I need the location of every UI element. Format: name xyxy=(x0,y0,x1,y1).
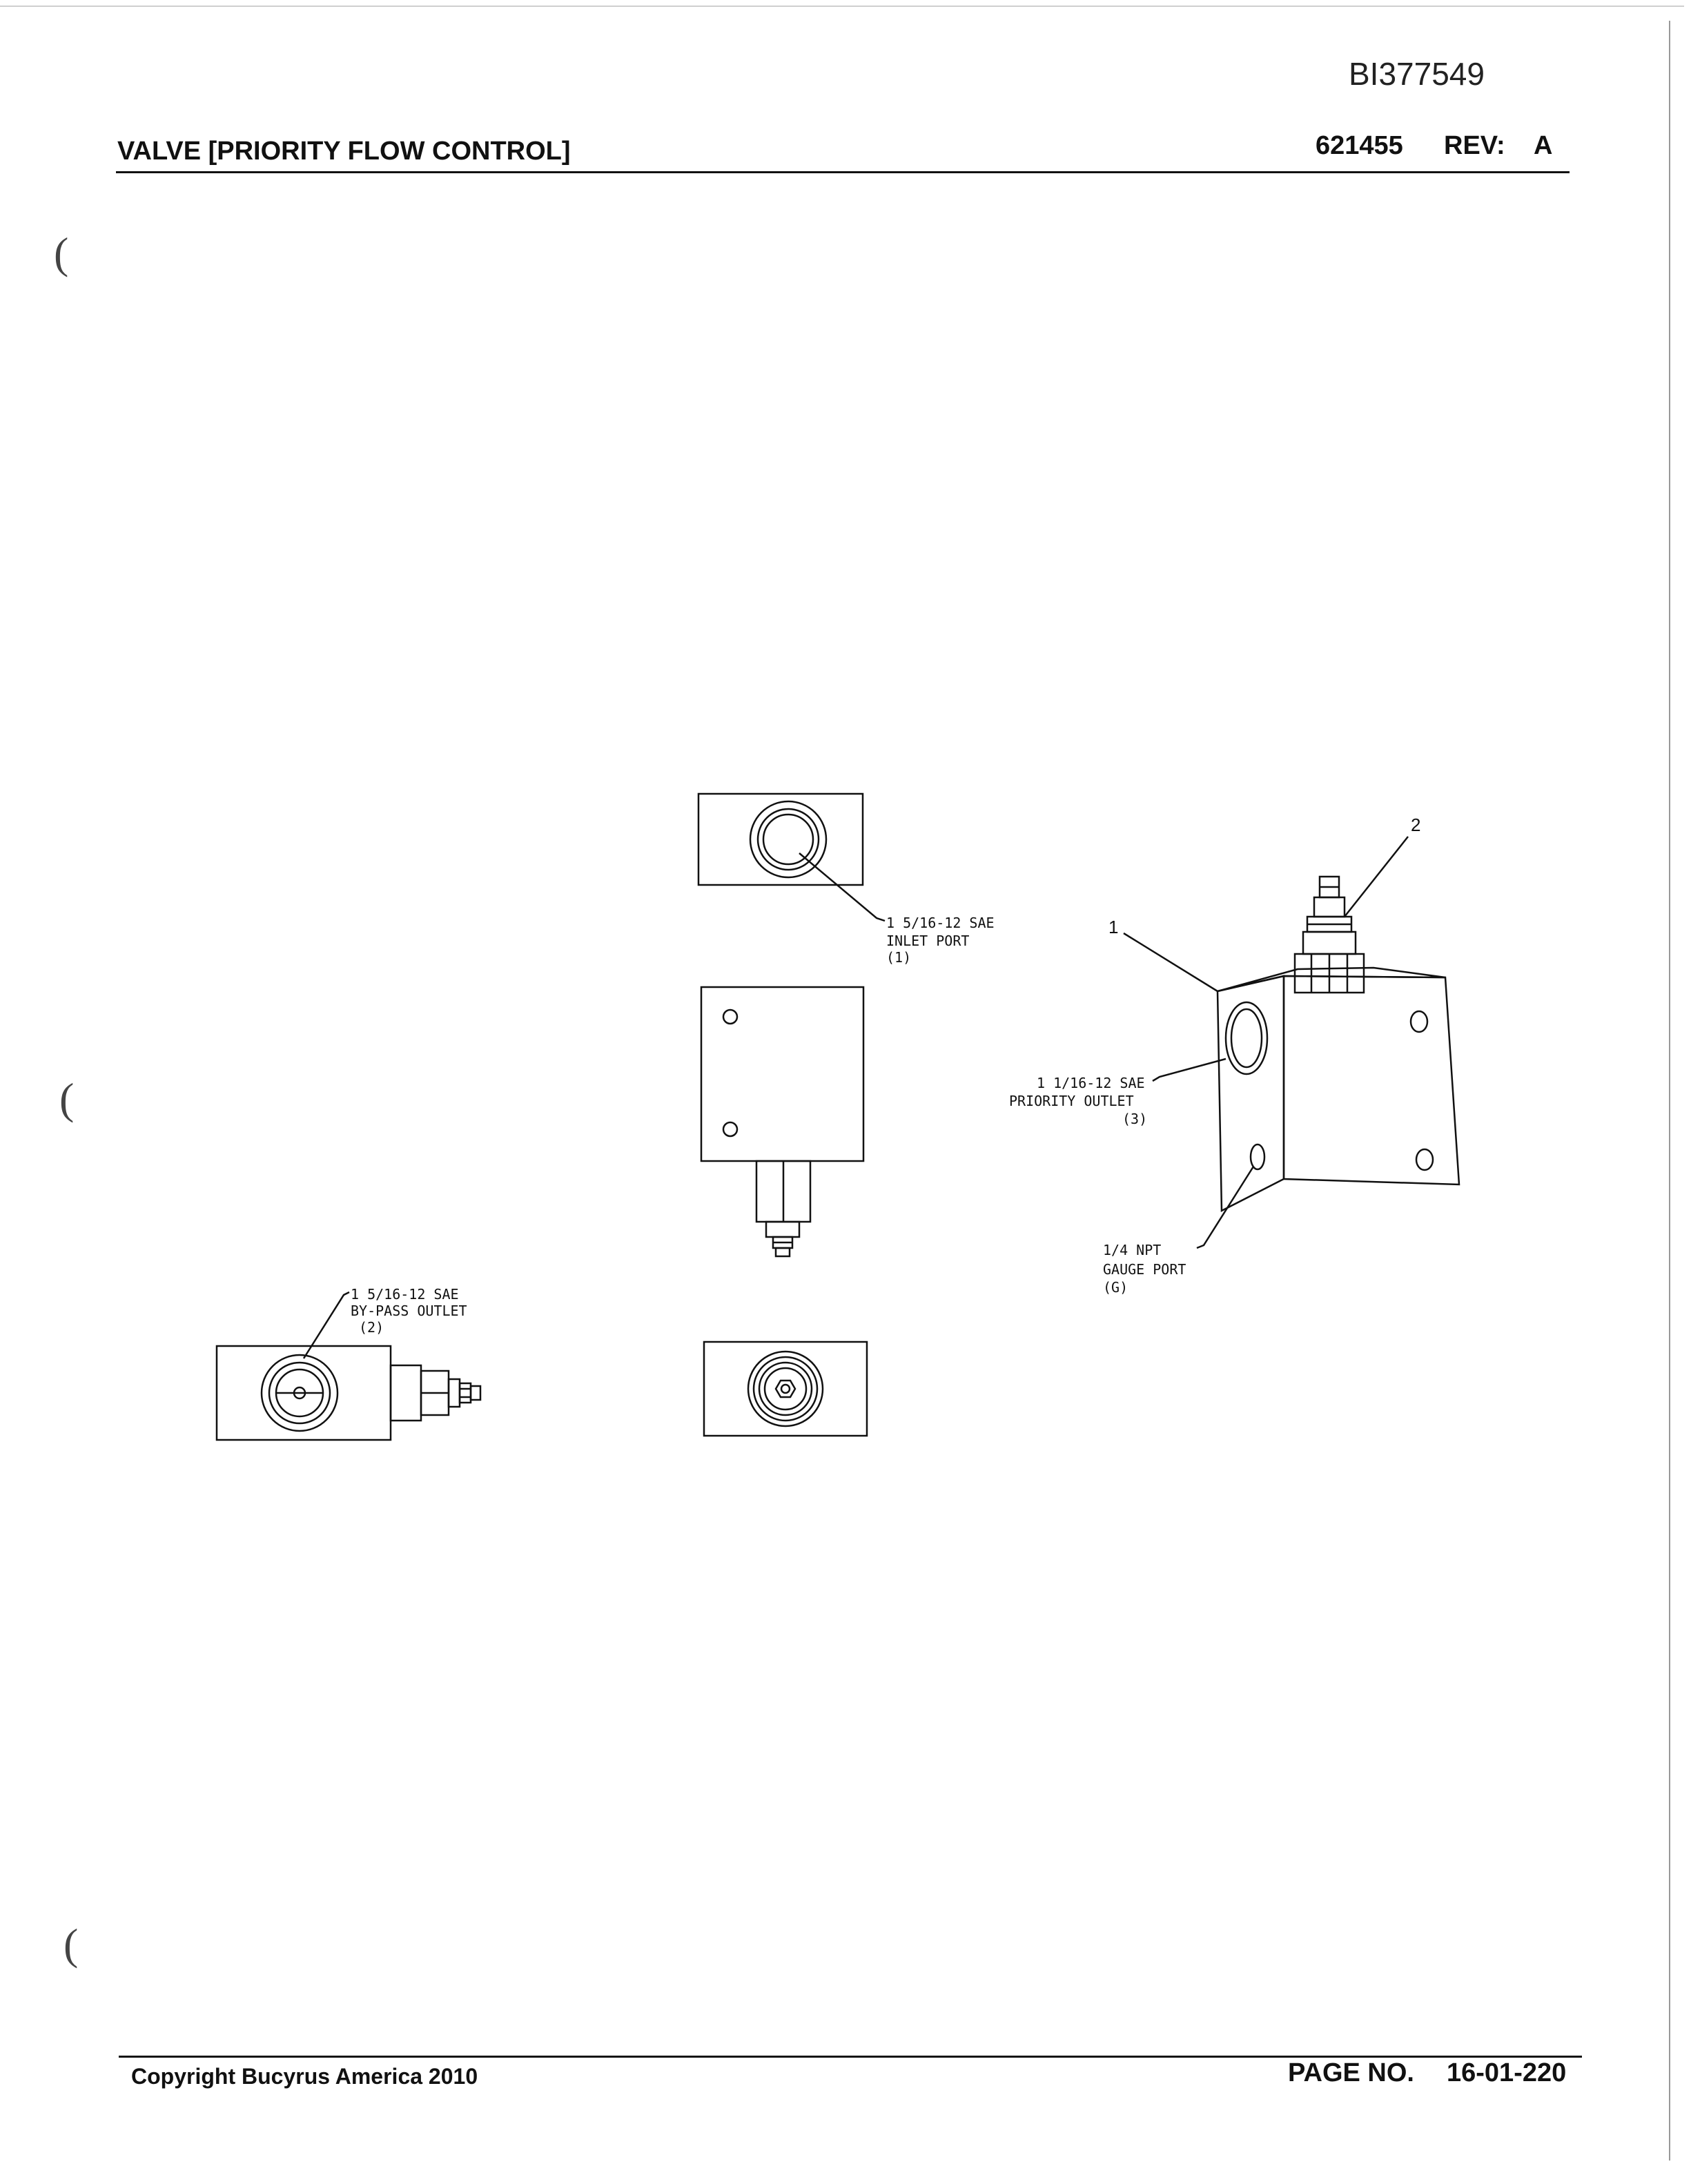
page-title: VALVE [PRIORITY FLOW CONTROL] xyxy=(117,137,571,166)
scan-edge-right xyxy=(1669,21,1670,2161)
inlet-port-label-2: INLET PORT xyxy=(886,933,969,949)
adjuster-circle xyxy=(747,1350,824,1427)
bypass-outlet-label-2: BY-PASS OUTLET xyxy=(351,1303,467,1319)
gauge-leader xyxy=(1196,1166,1255,1249)
inlet-leader xyxy=(799,852,886,922)
binder-hole-mark: ( xyxy=(59,1074,75,1123)
callout-2-leader xyxy=(1344,836,1409,917)
iso-gauge-port xyxy=(1249,1143,1266,1171)
inlet-port-label-3: (1) xyxy=(886,949,911,966)
callout-1-leader xyxy=(1123,932,1218,993)
gauge-port-label-3: (G) xyxy=(1103,1279,1128,1296)
header-rule xyxy=(116,171,1570,173)
bypass-outlet-label-3: (2) xyxy=(359,1319,384,1336)
inlet-port-circle xyxy=(749,800,828,879)
copyright-text: Copyright Bucyrus America 2010 xyxy=(131,2064,478,2089)
priority-outlet-label-3: (3) xyxy=(1122,1111,1147,1127)
footer-rule xyxy=(119,2056,1582,2058)
callout-1: 1 xyxy=(1108,917,1118,937)
inlet-port-label-1: 1 5/16-12 SAE xyxy=(886,915,995,931)
gauge-port-label-1: 1/4 NPT xyxy=(1103,1242,1161,1258)
iso-block-side xyxy=(1282,975,1460,1186)
iso-block-front xyxy=(1216,975,1285,1213)
priority-leader xyxy=(1152,1057,1226,1082)
part-number: 621455 xyxy=(1316,131,1403,160)
binder-hole-mark: ( xyxy=(63,1920,79,1969)
iso-priority-port xyxy=(1224,1001,1269,1075)
bypass-outlet-label-1: 1 5/16-12 SAE xyxy=(351,1286,459,1303)
page-number-label: PAGE NO. xyxy=(1288,2058,1414,2087)
revision-label: REV: xyxy=(1444,131,1505,160)
document-id: BI377549 xyxy=(1349,56,1485,92)
scan-edge-top xyxy=(0,6,1684,7)
binder-hole-mark: ( xyxy=(54,228,69,277)
priority-outlet-label-2: PRIORITY OUTLET xyxy=(1009,1093,1134,1109)
bottom-view-block xyxy=(703,1340,868,1437)
callout-2: 2 xyxy=(1411,815,1420,835)
priority-outlet-label-1: 1 1/16-12 SAE xyxy=(1037,1075,1145,1091)
page-number-value: 16-01-220 xyxy=(1447,2058,1567,2087)
bypass-port-circle xyxy=(260,1354,339,1432)
revision-value: A xyxy=(1534,131,1553,160)
gauge-port-label-2: GAUGE PORT xyxy=(1103,1261,1186,1278)
bypass-leader xyxy=(302,1291,350,1359)
top-view-block xyxy=(697,792,864,886)
